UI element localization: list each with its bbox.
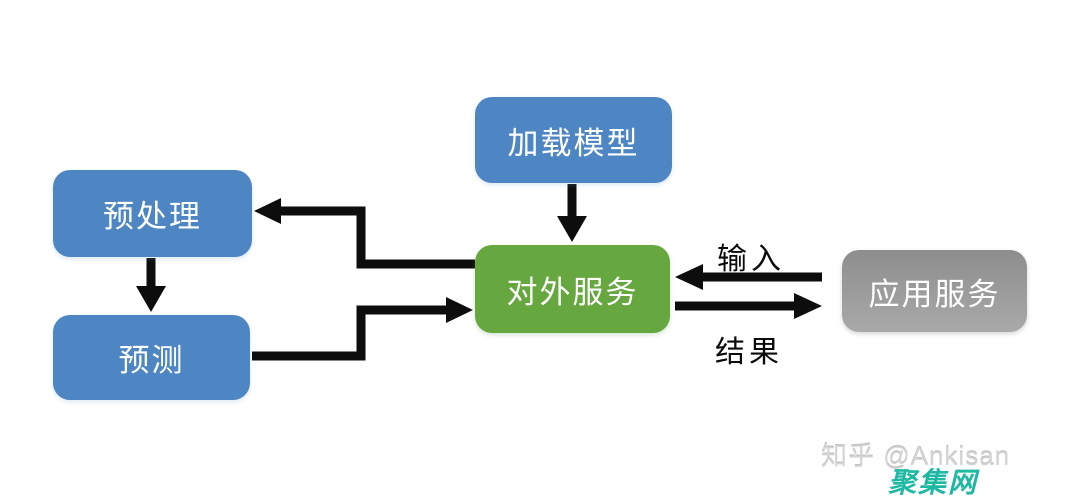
zhihu-watermark: 知乎 @Ankisan [821,441,1011,471]
site-watermark: 聚集网 [888,467,979,498]
node-preprocess: 预处理 [53,170,252,257]
node-load-model: 加载模型 [475,97,672,183]
node-app-service: 应用服务 [842,250,1027,332]
arrow-preprocess-to-predict [136,258,166,312]
arrow-external-service-to-preprocess [254,198,475,269]
node-app-service-label: 应用服务 [868,276,1001,312]
arrow-result-external-service-to-app-service [675,293,822,319]
arrow-predict-to-external-service [252,297,473,361]
node-preprocess-label: 预处理 [103,199,202,234]
arrow-input-app-service-to-external-service [675,264,822,290]
node-predict-label: 预测 [118,343,185,378]
edge-label-result: 结果 [715,336,783,369]
node-load-model-label: 加载模型 [507,125,640,161]
node-predict: 预测 [53,315,250,400]
node-external-service: 对外服务 [475,245,670,333]
node-external-service-label: 对外服务 [506,274,639,310]
edge-label-input: 输入 [717,243,785,276]
arrow-load-model-to-external-service [557,184,587,242]
